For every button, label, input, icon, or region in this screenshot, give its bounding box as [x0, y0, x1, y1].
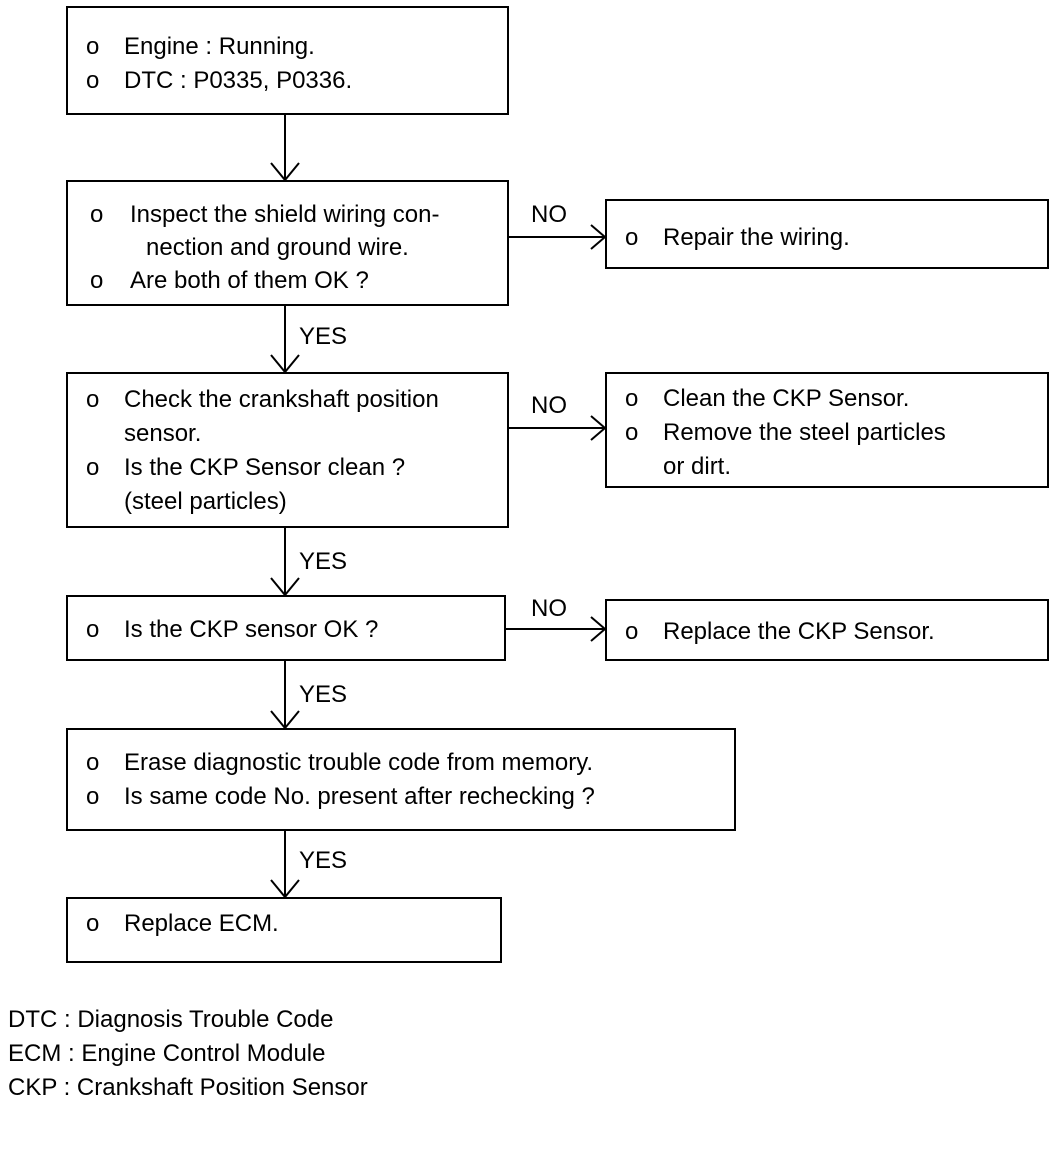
bullet: o: [625, 419, 639, 446]
box-line: Engine : Running.: [124, 33, 315, 60]
box-line: Replace the CKP Sensor.: [663, 618, 935, 645]
inspect-wiring-box: o Inspect the shield wiring con- nection…: [66, 180, 509, 306]
yes-label: YES: [299, 681, 348, 708]
box-line: Are both of them OK ?: [130, 267, 369, 294]
yes-label: YES: [299, 548, 348, 575]
legend-ckp: CKP : Crankshaft Position Sensor: [8, 1074, 368, 1101]
box-line: or dirt.: [663, 453, 732, 480]
bullet: o: [625, 385, 639, 412]
bullet: o: [90, 201, 104, 228]
box-line: Repair the wiring.: [663, 224, 850, 251]
bullet: o: [90, 267, 104, 294]
repair-wiring-box: o Repair the wiring.: [605, 199, 1049, 269]
box-line: sensor.: [124, 420, 202, 447]
yes-label: YES: [299, 847, 348, 874]
box-line: Erase diagnostic trouble code from memor…: [124, 749, 594, 776]
box-line: Is the CKP Sensor clean ?: [124, 454, 406, 481]
ckp-sensor-ok-box: o Is the CKP sensor OK ?: [66, 595, 506, 661]
box-line: Is same code No. present after recheckin…: [124, 783, 595, 810]
replace-ecm-box: o Replace ECM.: [66, 897, 502, 963]
legend-ecm: ECM : Engine Control Module: [8, 1040, 326, 1067]
box-line: DTC : P0335, P0336.: [124, 67, 353, 94]
legend-dtc: DTC : Diagnosis Trouble Code: [8, 1006, 334, 1033]
replace-ckp-sensor-box: o Replace the CKP Sensor.: [605, 599, 1049, 661]
start-conditions-box: o Engine : Running. o DTC : P0335, P0336…: [66, 6, 509, 115]
bullet: o: [86, 33, 100, 60]
bullet: o: [625, 618, 639, 645]
box-line: Clean the CKP Sensor.: [663, 385, 910, 412]
bullet: o: [86, 616, 100, 643]
box-line: nection and ground wire.: [146, 234, 409, 261]
bullet: o: [625, 224, 639, 251]
no-label: NO: [531, 595, 567, 622]
bullet: o: [86, 783, 100, 810]
box-line: Inspect the shield wiring con-: [130, 201, 440, 228]
yes-label: YES: [299, 323, 348, 350]
bullet: o: [86, 749, 100, 776]
bullet: o: [86, 386, 100, 413]
check-ckp-sensor-box: o Check the crankshaft position sensor. …: [66, 372, 509, 528]
bullet: o: [86, 910, 100, 937]
box-line: Check the crankshaft position: [124, 386, 439, 413]
box-line: Replace ECM.: [124, 910, 279, 937]
clean-ckp-sensor-box: o Clean the CKP Sensor. o Remove the ste…: [605, 372, 1049, 488]
no-label: NO: [531, 392, 567, 419]
bullet: o: [86, 454, 100, 481]
erase-dtc-box: o Erase diagnostic trouble code from mem…: [66, 728, 736, 831]
box-line: Is the CKP sensor OK ?: [124, 616, 379, 643]
bullet: o: [86, 67, 100, 94]
box-line: (steel particles): [124, 488, 287, 515]
no-label: NO: [531, 201, 567, 228]
box-line: Remove the steel particles: [663, 419, 946, 446]
